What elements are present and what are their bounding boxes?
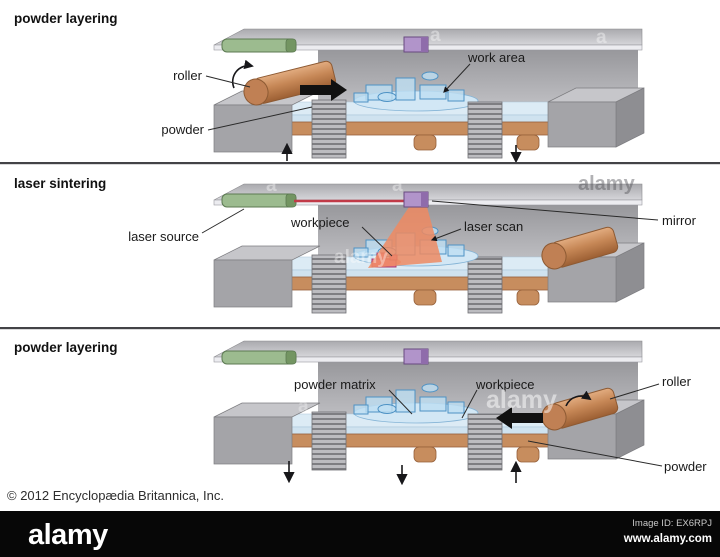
leader-line-workpiece bbox=[361, 226, 393, 257]
laser-source-bar bbox=[221, 38, 297, 53]
piston-column-right bbox=[467, 101, 503, 159]
leader-line-powder bbox=[527, 440, 663, 467]
roller-rotation-arrow bbox=[565, 390, 592, 407]
label-workpiece: workpiece bbox=[290, 215, 350, 230]
panel-title: laser sintering bbox=[14, 176, 106, 191]
workpiece-part bbox=[419, 84, 447, 100]
leader-line-laser-source bbox=[201, 208, 245, 234]
watermark-letter: a bbox=[430, 25, 441, 46]
machine-panel-top bbox=[213, 28, 645, 164]
laser-source-end-cap bbox=[285, 38, 297, 53]
piston-column-left bbox=[311, 411, 347, 471]
left-container-front bbox=[213, 104, 293, 153]
roller-motion-arrow-left bbox=[496, 407, 543, 429]
label-laser-scan: laser scan bbox=[464, 219, 523, 234]
table-leg-piston bbox=[516, 134, 540, 151]
watermark-logo-ghost: alamy bbox=[486, 386, 557, 414]
right-container-front bbox=[547, 101, 617, 148]
image-id-text: Image ID: EX6RPJ bbox=[632, 518, 712, 529]
watermark-logo-ghost: alamy bbox=[334, 247, 388, 268]
leader-line-mirror bbox=[431, 200, 659, 221]
label-work-area: work area bbox=[467, 50, 526, 65]
workpiece-part bbox=[353, 92, 369, 103]
label-roller: roller bbox=[173, 68, 203, 83]
label-powder: powder bbox=[161, 122, 204, 137]
laser-source-bar bbox=[221, 193, 297, 208]
workpiece-part bbox=[447, 89, 465, 102]
laser-source-end-cap bbox=[285, 350, 297, 365]
roller-cylinder bbox=[541, 387, 619, 431]
workpiece-part bbox=[395, 77, 416, 101]
piston-column-left bbox=[311, 254, 347, 314]
workpiece-part bbox=[377, 92, 397, 102]
piston-column-right bbox=[467, 256, 503, 314]
roller-cylinder bbox=[243, 60, 336, 106]
left-container-front bbox=[213, 259, 293, 308]
table-leg-piston bbox=[516, 446, 540, 463]
panel-divider bbox=[0, 327, 720, 330]
workpiece-part bbox=[421, 71, 439, 81]
leader-line-powder bbox=[207, 106, 313, 131]
roller-end-cap bbox=[243, 78, 269, 106]
watermark-letter: a bbox=[392, 175, 403, 196]
workpiece-part bbox=[419, 396, 447, 412]
panel-title: powder layering bbox=[14, 11, 118, 26]
label-workpiece: workpiece bbox=[475, 377, 535, 392]
watermark-letter: a bbox=[266, 175, 277, 196]
leader-line-roller bbox=[205, 75, 251, 88]
panel-title: powder layering bbox=[14, 340, 118, 355]
machine-panel-bottom bbox=[213, 340, 645, 486]
label-roller: roller bbox=[662, 374, 692, 389]
workpiece-part bbox=[447, 244, 465, 257]
roller-rotation-arrow bbox=[231, 59, 254, 89]
leader-line-roller bbox=[609, 383, 660, 400]
copyright-credit: © 2012 Encyclopædia Britannica, Inc. bbox=[7, 488, 224, 503]
table-leg-piston bbox=[413, 289, 437, 306]
watermark-letter: a bbox=[298, 396, 309, 417]
workpiece-part bbox=[377, 404, 397, 414]
leader-line-powder-matrix bbox=[388, 389, 413, 415]
mirror-box-side bbox=[421, 349, 428, 364]
watermark-letter: a bbox=[596, 27, 607, 48]
mirror-box-side bbox=[421, 37, 428, 52]
piston-column-right bbox=[467, 413, 503, 471]
machine-panel-middle bbox=[213, 183, 645, 314]
panel-divider bbox=[0, 162, 720, 165]
label-powder-matrix: powder matrix bbox=[294, 377, 376, 392]
label-laser-source: laser source bbox=[128, 229, 199, 244]
workpiece-part bbox=[421, 383, 439, 393]
workpiece-part bbox=[395, 389, 416, 413]
leader-line-work-area bbox=[443, 63, 471, 93]
leader-line-laser-scan bbox=[430, 228, 462, 242]
alamy-website-text: www.alamy.com bbox=[623, 533, 712, 545]
roller-motion-arrow-right bbox=[300, 79, 347, 101]
left-container-front bbox=[213, 416, 293, 465]
label-mirror: mirror bbox=[662, 213, 697, 228]
roller-cylinder bbox=[541, 226, 619, 270]
label-powder: powder bbox=[664, 459, 707, 474]
laser-scan-cone bbox=[368, 207, 442, 268]
roller-end-cap bbox=[541, 242, 567, 270]
table-leg-piston bbox=[413, 134, 437, 151]
workpiece-part bbox=[353, 404, 369, 415]
alamy-logo: alamy bbox=[28, 519, 108, 551]
workpiece-part bbox=[447, 401, 465, 414]
leader-line-workpiece bbox=[461, 389, 478, 419]
laser-source-bar bbox=[221, 350, 297, 365]
footer-bar-background bbox=[0, 511, 720, 557]
watermark-logo-ghost: alamy bbox=[578, 173, 636, 195]
table-leg-piston bbox=[413, 446, 437, 463]
workpiece-part bbox=[353, 247, 369, 258]
table-leg-piston bbox=[516, 289, 540, 306]
piston-column-left bbox=[311, 99, 347, 159]
alamy-footer-bar: alamy Image ID: EX6RPJ www.alamy.com bbox=[0, 511, 720, 557]
mirror-box-side bbox=[421, 192, 428, 207]
